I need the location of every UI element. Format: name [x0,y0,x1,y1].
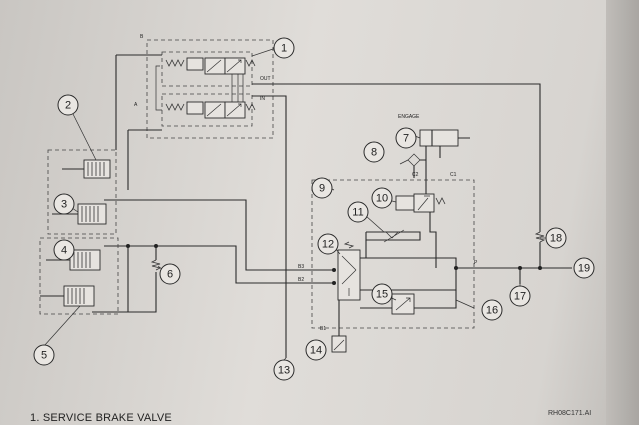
callout-number-17: 17 [514,291,526,303]
line-to-accumulator-6 [128,246,157,313]
pilot-valve-12 [337,240,457,301]
junction-dot [518,266,522,270]
valve-spool-box [186,57,204,71]
callout-number-3: 3 [61,199,67,211]
callout-number-13: 13 [278,365,290,377]
drawing-reference-code: RH08C171.AI [548,410,592,417]
callout-number-9: 9 [319,183,325,195]
valve-envelope-b [224,101,246,119]
callout-circle-17 [509,285,531,307]
callout-number-6: 6 [167,269,173,281]
junction-dot [332,268,336,272]
restrictor-6-icon [150,259,162,271]
line-from-valve-a [127,129,162,190]
line-out-to-18 [252,83,541,232]
port-label-out: OUT [260,76,271,82]
valve-spring-icon [165,103,185,111]
callout-number-2: 2 [65,100,71,112]
callout-number-7: 7 [403,133,409,145]
callout-number-12: 12 [322,239,334,251]
callout-number-15: 15 [376,289,388,301]
valve-spring-icon [165,59,185,67]
callout-circle-6 [159,263,181,285]
valve-flow-arrow-icon [206,103,242,117]
callout-number-19: 19 [578,263,590,275]
callout-number-1: 1 [281,43,287,55]
flow-restrictor-11 [365,229,421,243]
actuator-group-lower [39,237,119,315]
callout-number-18: 18 [550,233,562,245]
callout-circle-5 [33,344,55,366]
actuator-5 [40,285,95,307]
port-label-b2: B2 [298,277,304,283]
solenoid-valve-10 [395,188,446,268]
junction-dot [538,266,542,270]
callout-circle-10 [371,187,393,209]
actuator-2 [62,159,111,179]
engage-cylinder-7 [419,129,470,188]
port-label-b: B [140,34,144,40]
callout-number-5: 5 [41,350,47,362]
callout-circle-9 [311,177,333,199]
callout-number-14: 14 [310,345,322,357]
callout-circle-4 [53,239,75,261]
callout-circle-8 [363,141,385,163]
port-label-in: IN [260,96,265,102]
check-valve-8 [407,153,426,178]
callout-number-4: 4 [61,245,67,257]
valve-flow-arrow-icon [206,59,242,73]
port-label-b3: B3 [298,264,304,270]
relief-valve-15 [360,290,457,315]
valve-return-spring-icon [245,103,256,111]
callout-number-10: 10 [376,193,388,205]
port-label-c2: C2 [412,172,419,178]
valve-envelope-b [224,57,246,75]
port-label-engage: ENGAGE [398,114,420,120]
figure-caption: 1. SERVICE BRAKE VALVE [30,412,172,424]
callout-circle-12 [317,233,339,255]
callout-number-8: 8 [371,147,377,159]
port-label-b1: B1 [320,326,326,332]
callout-leaders [43,47,548,361]
switch-18-icon [534,231,546,243]
line-b3 [104,199,334,271]
valve-return-spring-icon [245,59,256,67]
brake-valve-boundary [146,39,274,139]
callout-circle-3 [53,193,75,215]
callout-number-16: 16 [486,305,498,317]
port-label-c1: C1 [450,172,457,178]
callout-circle-1 [273,37,295,59]
junction-dot [454,266,458,270]
control-block-boundary [311,179,475,329]
actuator-group-upper [47,149,117,235]
callout-circle-7 [395,127,417,149]
callout-circle-13 [273,359,295,381]
callout-circle-18 [545,227,567,249]
line-b2 [104,245,334,284]
junction-dot [332,281,336,285]
callout-circle-11 [347,201,369,223]
valve-internal-lines [155,65,244,111]
junction-dot [126,244,130,248]
brake-valve-upper-section [161,51,253,87]
port-label-p: P [474,260,478,266]
junction-dot [154,244,158,248]
callout-circle-14 [305,339,327,361]
line-to-actuator-2 [115,54,162,150]
callout-circle-19 [573,257,595,279]
callout-circle-2 [57,94,79,116]
callout-circle-16 [481,299,503,321]
valve-spool-box [186,101,204,115]
port-label-a: A [134,102,138,108]
callout-circle-15 [371,283,393,305]
actuator-4 [46,249,101,271]
line-in-to-13 [252,95,287,358]
pressure-switch-14 [331,300,347,353]
callout-number-11: 11 [352,207,363,219]
page-edge [606,0,639,425]
